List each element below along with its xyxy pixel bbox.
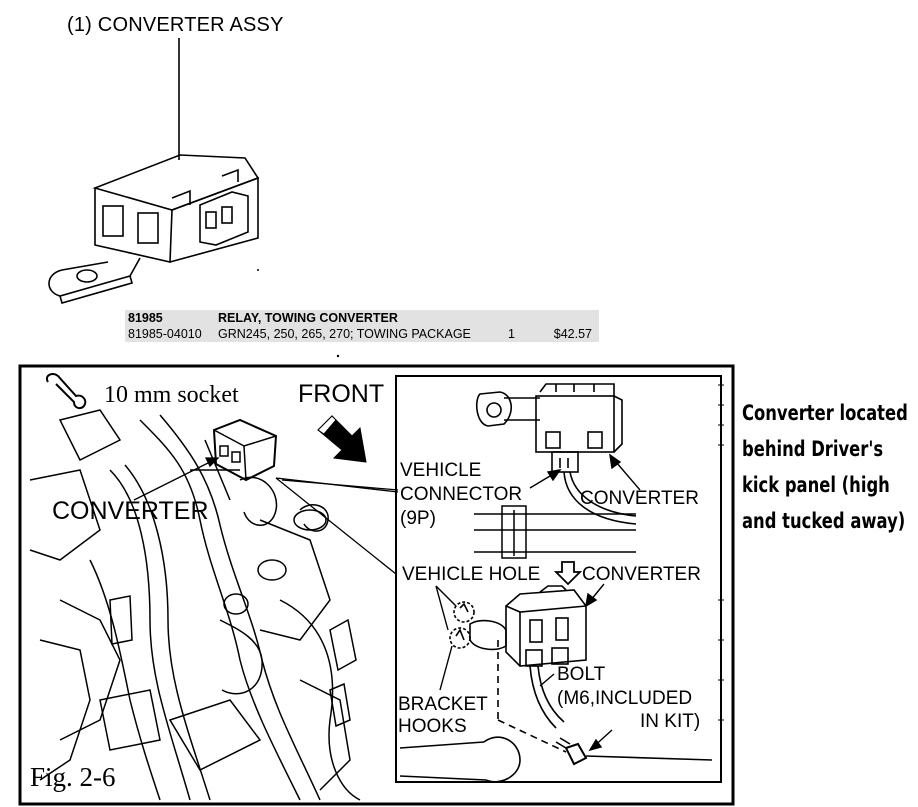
parts-table: 81985 RELAY, TOWING CONVERTER 81985-0401… xyxy=(125,310,599,342)
tool-label: 10 mm socket xyxy=(104,382,239,408)
bolt-label-line2: (M6,INCLUDED xyxy=(557,688,693,709)
note-line: and tucked away) xyxy=(742,509,906,533)
vehicle-hole-label: VEHICLE HOLE xyxy=(402,564,541,585)
bolt-label-line3: IN KIT) xyxy=(640,711,701,732)
inset-converter-bottom xyxy=(399,585,713,783)
wrench-icon xyxy=(46,372,87,410)
figure-frame xyxy=(18,364,735,806)
assembly-title: (1) CONVERTER ASSY xyxy=(67,14,284,36)
part-price: $42.57 xyxy=(553,327,592,341)
part-quantity: 1 xyxy=(508,327,515,341)
vehicle-connector-label-line2: CONNECTOR xyxy=(400,484,523,505)
part-number: 81985-04010 xyxy=(128,327,202,341)
part-number: 81985 xyxy=(128,311,163,325)
part-description: RELAY, TOWING CONVERTER xyxy=(218,311,398,325)
bracket-hooks-label-line2: HOOKS xyxy=(398,716,467,737)
figure-caption: Fig. 2-6 xyxy=(30,762,116,792)
front-label: FRONT xyxy=(298,380,385,408)
front-arrow-icon xyxy=(317,415,367,463)
bracket-hooks-label-line1: BRACKET xyxy=(398,694,488,715)
bolt-label-line1: BOLT xyxy=(557,664,606,685)
part-description: GRN245, 250, 265, 270; TOWING PACKAGE xyxy=(218,327,471,341)
converter-label-top: CONVERTER xyxy=(580,488,699,509)
vehicle-connector-label-line1: VEHICLE xyxy=(400,460,482,481)
note-line: Converter located xyxy=(742,401,908,425)
converter-assy-drawing xyxy=(48,38,260,304)
note-line: behind Driver's xyxy=(742,437,884,461)
kick-panel-line-art xyxy=(29,409,361,801)
converter-label-mid: CONVERTER xyxy=(582,564,701,585)
parts-table-header-row: 81985 RELAY, TOWING CONVERTER xyxy=(125,310,599,326)
vehicle-connector-label-line3: (9P) xyxy=(400,508,436,529)
down-arrow-icon xyxy=(553,561,583,586)
note-line: kick panel (high xyxy=(742,473,890,497)
parts-table-row: 81985-04010 GRN245, 250, 265, 270; TOWIN… xyxy=(125,326,599,342)
inset-frame xyxy=(395,375,722,783)
location-note: Converter located behind Driver's kick p… xyxy=(742,395,908,539)
converter-label-left: CONVERTER xyxy=(52,497,209,525)
